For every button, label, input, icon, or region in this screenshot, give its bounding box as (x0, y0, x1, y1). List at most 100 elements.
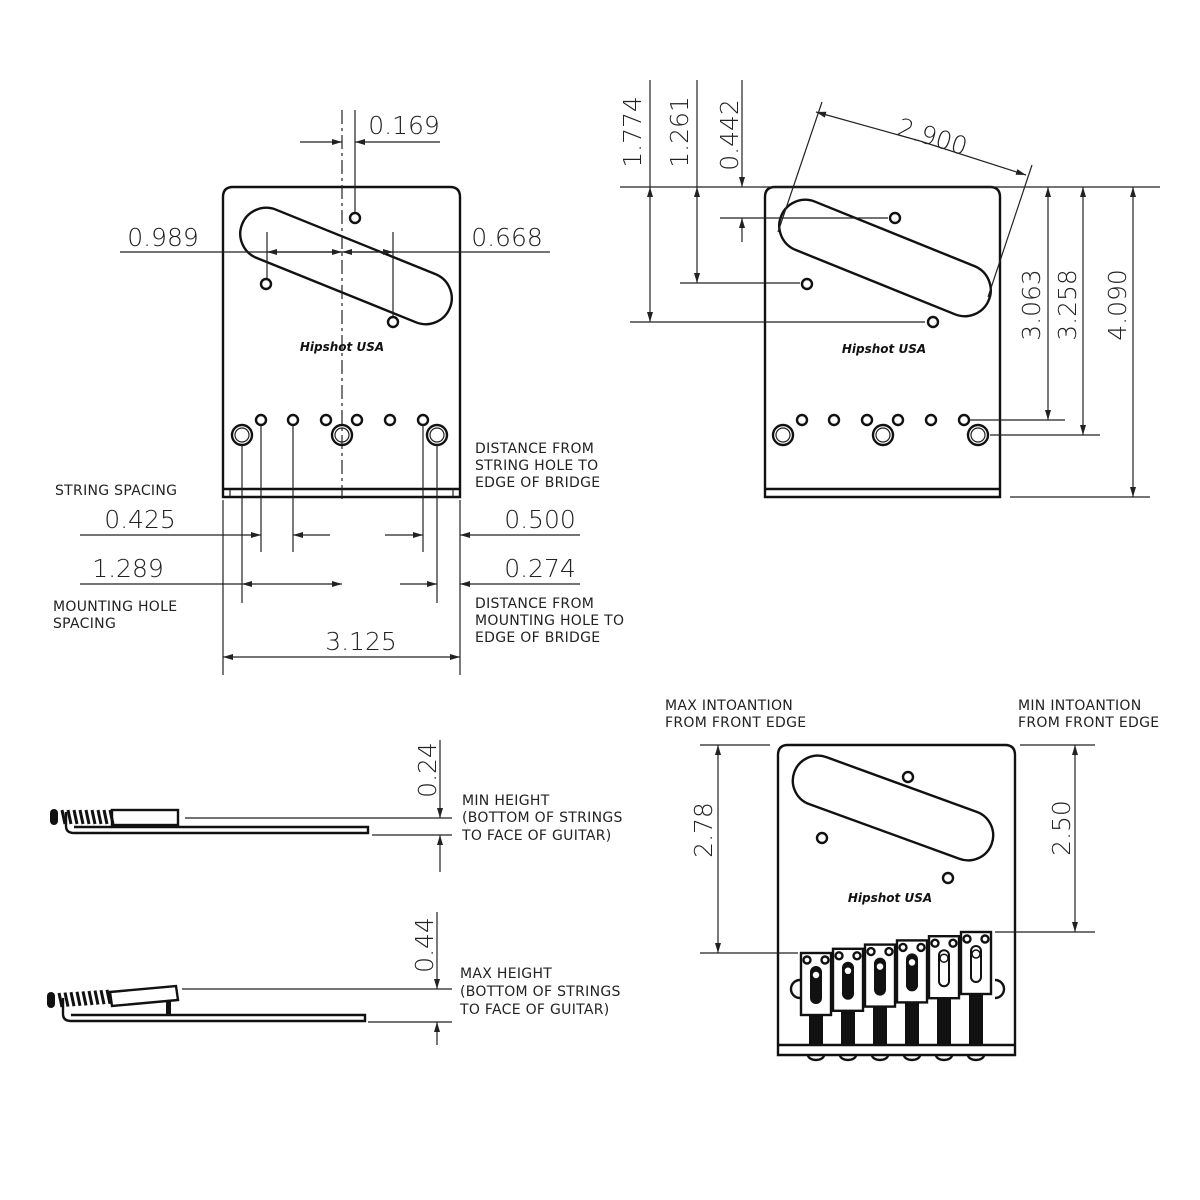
screw-head (870, 1054, 890, 1062)
height-screw (802, 955, 812, 965)
spring-coil (78, 809, 85, 825)
logo: Hipshot USA (842, 342, 926, 356)
spring-coil (60, 809, 67, 825)
string-edge-label: DISTANCE FROM (475, 441, 594, 457)
saddle-screw (971, 949, 981, 959)
dim-278: 2.78 (689, 802, 718, 858)
spring-coil (99, 989, 106, 1005)
pickup-mount-hole (348, 211, 362, 225)
max-intonation-label: MAX INTOANTION (665, 698, 793, 714)
dim-0442: 0.442 (715, 99, 744, 171)
saddle (108, 984, 180, 1008)
spring-coil (105, 989, 112, 1005)
dim-3258: 3.258 (1053, 269, 1082, 341)
dim-4090: 4.090 (1103, 269, 1132, 341)
dim-024: 0.24 (413, 742, 442, 798)
max-intonation-label: FROM FRONT EDGE (665, 715, 806, 731)
pickup-mount-hole (926, 315, 940, 329)
spring-coil (75, 991, 82, 1007)
top-view-left: Hipshot USA 0.169 0.989 0.668 STRING SPA… (53, 110, 624, 675)
screw-head (47, 992, 55, 1008)
mounting-hole-inner (970, 427, 986, 443)
mount-edge-label: EDGE OF BRIDGE (475, 630, 600, 646)
string-hole (319, 413, 333, 427)
saddle-view: Hipshot USA 2.78 2.50 MAX INTOANTION FRO… (665, 698, 1159, 1062)
pickup-slot (778, 198, 992, 318)
dim-044: 0.44 (410, 917, 439, 973)
spring-coil (69, 991, 76, 1007)
height-screw (962, 934, 972, 944)
max-height-label: (BOTTOM OF STRINGS (460, 984, 621, 1000)
saddle-screw (907, 957, 917, 968)
string-hole (350, 413, 364, 427)
height-screw (948, 938, 958, 948)
dim-0668: 0.668 (471, 223, 543, 252)
min-height-label: MIN HEIGHT (462, 793, 550, 809)
intonation-spring (873, 1006, 887, 1045)
height-screw (980, 934, 990, 944)
spring-coil (102, 809, 109, 825)
screw-head (806, 1054, 826, 1062)
screw-head (902, 1054, 922, 1062)
mounting-hole-inner (234, 427, 250, 443)
spring-coil (96, 809, 103, 825)
saddle-screw (811, 970, 821, 980)
pickup-mount-hole (386, 315, 400, 329)
pickup-slot (791, 754, 995, 862)
height-screw (820, 955, 830, 965)
string-edge-label: EDGE OF BRIDGE (475, 475, 600, 491)
mount-spacing-label: MOUNTING HOLE (53, 599, 177, 615)
spring-coil (81, 991, 88, 1006)
string-edge-label: STRING HOLE TO (475, 458, 598, 474)
mounting-hole-inner (875, 427, 891, 443)
height-screw (898, 942, 908, 953)
intonation-spring (905, 1002, 919, 1045)
spring-coil (66, 809, 73, 825)
spring-coil (87, 990, 94, 1006)
string-hole (957, 413, 971, 427)
height-screw (852, 951, 862, 961)
string-hole (924, 413, 938, 427)
string-hole (891, 413, 905, 427)
intonation-spring (969, 994, 983, 1045)
min-intonation-label: MIN INTOANTION (1018, 698, 1141, 714)
screw-head (966, 1054, 986, 1062)
dim-0989: 0.989 (127, 223, 199, 252)
string-hole (795, 413, 809, 427)
max-height-label: MAX HEIGHT (460, 966, 552, 982)
mounting-hole-inner (775, 427, 791, 443)
height-screw (884, 946, 894, 957)
dim-1261: 1.261 (665, 96, 694, 168)
spring-coil (90, 809, 97, 825)
pickup-mount-hole (259, 277, 273, 291)
dim-0274: 0.274 (504, 554, 576, 583)
top-view-right: Hipshot USA 1.774 1.261 0.442 2.900 3.06… (618, 80, 1160, 499)
intonation-spring (937, 998, 951, 1045)
screw-head (838, 1054, 858, 1062)
min-height-label: TO FACE OF GUITAR) (461, 828, 612, 844)
mounting-hole-inner (429, 427, 445, 443)
dim-0169: 0.169 (368, 111, 440, 140)
max-height-label: TO FACE OF GUITAR) (459, 1002, 610, 1018)
string-hole (383, 413, 397, 427)
pickup-mount-hole (815, 831, 829, 845)
saddle-screw (843, 966, 853, 976)
dim-0500: 0.500 (504, 505, 576, 534)
height-screw (866, 946, 876, 957)
min-intonation-label: FROM FRONT EDGE (1018, 715, 1159, 731)
screw-head (50, 809, 58, 825)
mounting-hole-inner (334, 427, 350, 443)
pickup-mount-hole (800, 277, 814, 291)
string-spacing-label: STRING SPACING (55, 483, 177, 499)
mount-spacing-label: SPACING (53, 616, 116, 632)
intonation-spring (841, 1010, 855, 1045)
string-hole (860, 413, 874, 427)
pickup-mount-hole (901, 770, 915, 784)
mounting-hole (330, 423, 354, 447)
screw-head (934, 1054, 954, 1062)
string-hole (827, 413, 841, 427)
saddle-screw (875, 961, 885, 972)
spring-coil (84, 809, 91, 825)
mounting-hole (771, 423, 795, 447)
